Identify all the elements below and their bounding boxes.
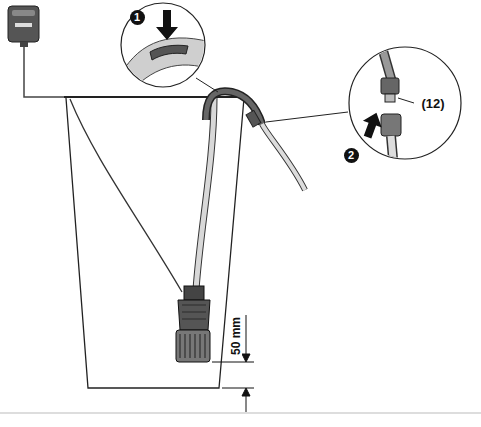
- detail-view-2: [266, 40, 461, 170]
- controller-device: [8, 6, 66, 97]
- part-reference: (12): [421, 97, 446, 110]
- callout-number: 2: [344, 148, 359, 163]
- suction-hose: [196, 98, 214, 290]
- outlet-hose: [206, 91, 305, 190]
- detail-view-1: [118, 3, 218, 95]
- pump-cable: [70, 99, 182, 292]
- callout-number: 1: [130, 10, 145, 25]
- dimension-lines: [212, 315, 254, 412]
- dimension-label: 50 mm: [230, 316, 242, 356]
- pump-body: [176, 286, 210, 362]
- ground-line: [0, 412, 481, 413]
- water-container: [64, 97, 246, 388]
